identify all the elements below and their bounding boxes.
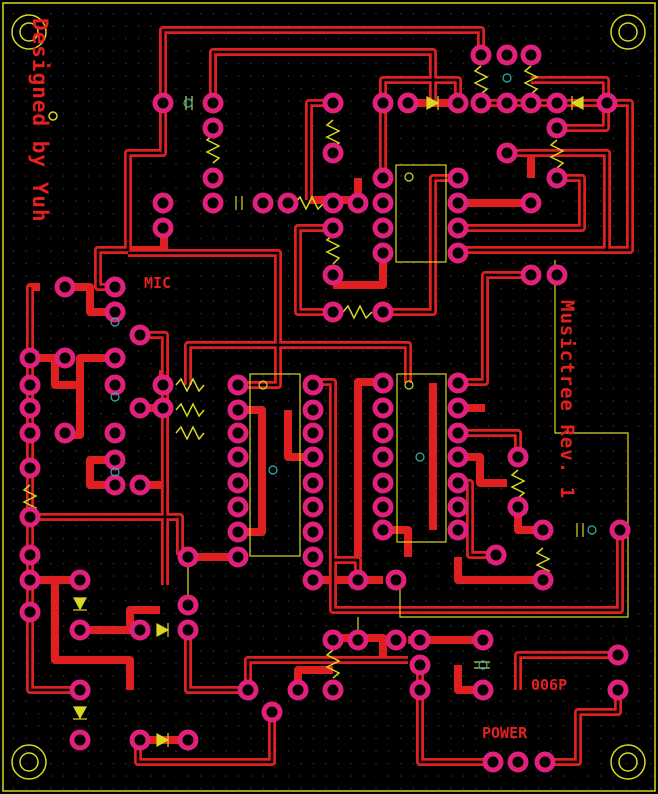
board-title: Musictree Rev. 1 xyxy=(556,300,578,500)
diodes-capacitors xyxy=(72,95,584,748)
mounting-holes xyxy=(11,14,646,780)
mic-label: MIC xyxy=(144,274,172,292)
designer-credit: Designed by Yuh xyxy=(28,18,52,223)
pads xyxy=(19,44,631,773)
vias xyxy=(110,73,597,670)
power-label: POWER xyxy=(482,724,528,742)
trace-cores xyxy=(28,28,632,764)
battery-label: 006P xyxy=(531,676,568,694)
